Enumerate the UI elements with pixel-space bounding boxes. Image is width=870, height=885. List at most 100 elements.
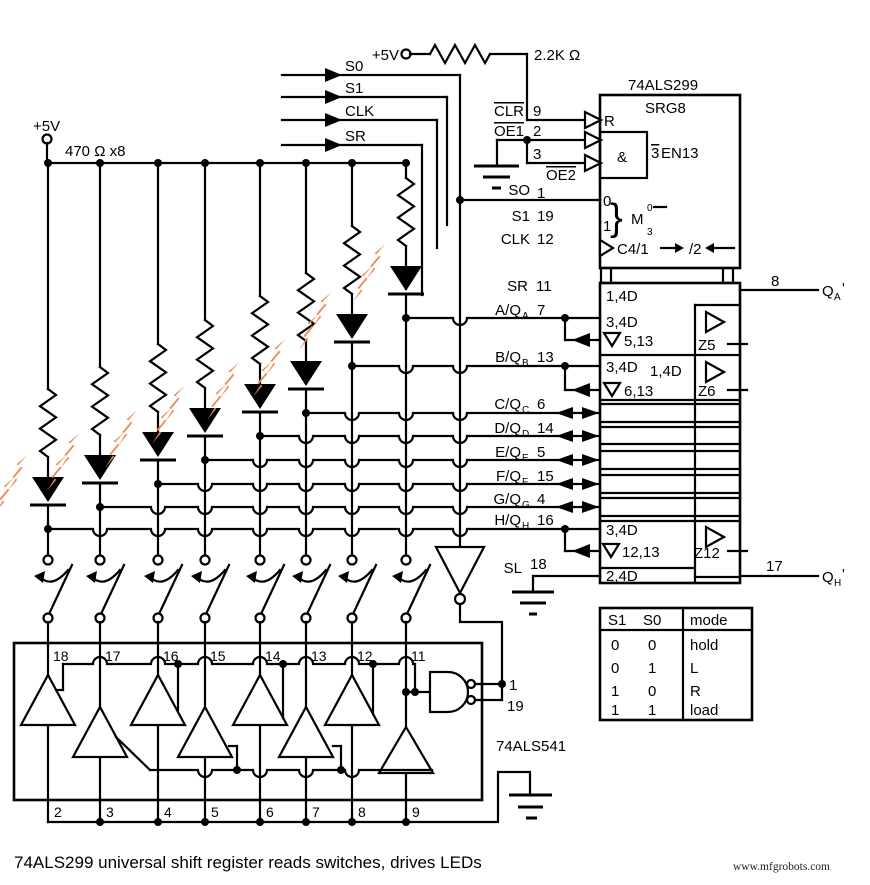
switch-terminal bbox=[300, 554, 312, 566]
ic541-top-pin-num: 18 bbox=[53, 648, 69, 664]
switch-throw-arrow bbox=[292, 571, 303, 583]
led-resistor bbox=[250, 294, 270, 366]
qh-out-label: Q bbox=[822, 569, 834, 586]
qh-out-sub: H bbox=[834, 578, 841, 589]
pin-label-clr: CLR bbox=[494, 103, 524, 120]
switch-terminal bbox=[346, 554, 358, 566]
ic541-top-pin-num: 17 bbox=[105, 648, 121, 664]
ic541-bottom-pin-num: 9 bbox=[412, 804, 420, 820]
pin-num-en1: 1 bbox=[509, 677, 517, 694]
ic541-buffer-icon bbox=[231, 672, 289, 727]
mode-in-1: 1 bbox=[603, 218, 611, 235]
cell-h-d: 3,4D bbox=[606, 522, 638, 539]
ic299-data-block: 1,4D 3,4D 5,13 Z5 3,4D 1,4D 6,13 Z6 3,4D… bbox=[598, 273, 845, 589]
pin-label-s1: S1 bbox=[512, 208, 530, 225]
qa-out-label: Q bbox=[822, 283, 834, 300]
ground-symbol-541 bbox=[509, 793, 552, 820]
inverter-icon bbox=[434, 545, 486, 596]
ic299-row-num: 4 bbox=[537, 491, 545, 508]
table-cell: load bbox=[690, 702, 718, 719]
ic299-row-sub: F bbox=[522, 477, 528, 488]
pin-label-clk: CLK bbox=[501, 231, 530, 248]
input-label-s0: S0 bbox=[345, 58, 363, 75]
table-cell: hold bbox=[690, 637, 718, 654]
nand-bubble-1 bbox=[465, 678, 477, 690]
input-arrow-sr bbox=[325, 138, 342, 152]
matrix-row-wire bbox=[46, 527, 602, 538]
led-diode bbox=[290, 361, 322, 386]
m-label: M bbox=[631, 211, 644, 228]
switch-throw-arrow bbox=[338, 571, 349, 583]
wire bbox=[114, 735, 152, 772]
led-diode bbox=[189, 408, 221, 433]
led-flash-icon bbox=[47, 455, 67, 491]
ic299-r-label: R bbox=[604, 113, 615, 130]
row-out-arrow bbox=[572, 383, 590, 397]
row-bidir-arrow-right bbox=[582, 454, 599, 466]
switch-blade bbox=[204, 563, 231, 616]
switch-blade bbox=[47, 563, 74, 616]
pin-label-oe2: OE2 bbox=[546, 167, 576, 184]
matrix-row-wire bbox=[156, 482, 602, 493]
ic541-top-bus bbox=[61, 655, 417, 666]
input-label-s1: S1 bbox=[345, 80, 363, 97]
active-low-wedge-oe2 bbox=[583, 153, 604, 173]
led-diode bbox=[390, 266, 422, 291]
matrix-row-wire bbox=[258, 434, 602, 445]
table-cell: R bbox=[690, 683, 701, 700]
ic299-row-sub: C bbox=[522, 405, 529, 416]
pin-num-so: 1 bbox=[537, 185, 545, 202]
switch-throw-arrow bbox=[34, 571, 45, 583]
led-flash-icon bbox=[266, 339, 286, 375]
nand-gate-icon bbox=[428, 670, 470, 714]
led-flash-icon bbox=[299, 314, 319, 350]
mode-in-0: 0 bbox=[603, 193, 611, 210]
led-resistor bbox=[90, 365, 110, 437]
ic299-row-label: B/Q bbox=[495, 349, 521, 366]
led-resistor bbox=[195, 318, 215, 390]
input-label-sr: SR bbox=[345, 128, 366, 145]
shift-label: /2 bbox=[689, 241, 702, 258]
ic299-row-label: D/Q bbox=[494, 420, 521, 437]
led-flash-icon bbox=[220, 362, 240, 398]
ic541-bottom-pin-num: 3 bbox=[106, 804, 114, 820]
pin-num-sl: 18 bbox=[530, 556, 547, 573]
ic299-part-label: 74ALS299 bbox=[628, 77, 698, 94]
pullup-network: +5V 2.2K Ω bbox=[372, 42, 580, 122]
pin-num-s1: 19 bbox=[537, 208, 554, 225]
junction-dot bbox=[402, 818, 410, 826]
ic299-control-block: 74ALS299 SRG8 R & 3 EN13 0 1 } M 0 3 C4/… bbox=[583, 77, 742, 285]
cell-b-inv: 6,13 bbox=[624, 383, 653, 400]
shift-right-arrow bbox=[675, 243, 684, 253]
ic541-buffer-icon bbox=[19, 672, 77, 727]
table-cell: 0 bbox=[648, 637, 656, 654]
ic541-top-pin-num: 13 bbox=[311, 648, 327, 664]
row-out-arrow bbox=[572, 544, 590, 558]
ic299-row-sub: A bbox=[522, 311, 529, 322]
caption: 74ALS299 universal shift register reads … bbox=[14, 853, 482, 872]
ic541-top-pin-num: 16 bbox=[163, 648, 179, 664]
pullup-value-label: 2.2K Ω bbox=[534, 47, 580, 64]
ic299-row-label: E/Q bbox=[495, 444, 521, 461]
junction-dot bbox=[302, 818, 310, 826]
switch-throw-arrow bbox=[86, 571, 97, 583]
row-bidir-arrow-right bbox=[582, 430, 599, 442]
ic541-bottom-pin-num: 4 bbox=[164, 804, 172, 820]
cell-b-d: 3,4D bbox=[606, 359, 638, 376]
cell-sl-d: 2,4D bbox=[606, 568, 638, 585]
table-cell: 1 bbox=[611, 702, 619, 719]
led-rail-label: +5V bbox=[33, 118, 60, 135]
pin-label-oe1: OE1 bbox=[494, 123, 524, 140]
row-out-arrow bbox=[572, 333, 590, 347]
mode-table: S1 S0 mode 0 0 hold 0 1 L 1 0 R 1 1 load bbox=[598, 606, 754, 722]
qa-out-prime: ' bbox=[842, 280, 845, 297]
led-flash-icon bbox=[152, 408, 172, 444]
switch-blade bbox=[99, 563, 126, 616]
matrix-row-wire bbox=[404, 316, 602, 327]
pullup-rail-label: +5V bbox=[372, 47, 399, 64]
ic299-row-num: 13 bbox=[537, 349, 554, 366]
row-bidir-arrow-right bbox=[582, 501, 599, 513]
ic541-buffer-icon bbox=[377, 724, 435, 775]
pin-num-oe1: 2 bbox=[533, 123, 541, 140]
